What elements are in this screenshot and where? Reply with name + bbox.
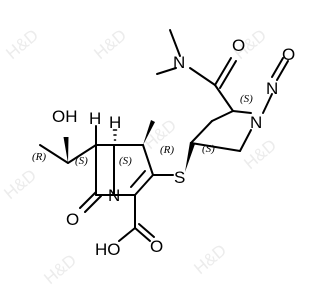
stereo-layer: (R) (S) (S) (R) (S) (S) (32, 93, 253, 167)
bond-c4-c3 (142, 144, 154, 176)
bond-c3-c2 (134, 174, 154, 196)
bond-c-c (190, 120, 213, 144)
bond-c-n (232, 110, 252, 114)
bond-carbinol-c6 (67, 144, 97, 164)
bond-n-c (239, 129, 252, 152)
bond-n-o-1 (271, 57, 284, 78)
atom-layer: OH H H O N S O N N N O HO O (52, 36, 295, 259)
bond-c-c (211, 110, 234, 122)
watermark-text: H&D (90, 25, 130, 63)
bond-carbonyl-1 (79, 191, 97, 209)
atom-label-n: N (173, 53, 185, 72)
bond-amide-n (189, 67, 216, 86)
atom-label-h: H (89, 109, 101, 128)
stereo-label: (S) (75, 155, 88, 167)
structure-canvas: H&D H&D H&D H&D H&D H&D H&D H&D (0, 25, 296, 289)
watermark-text: H&D (40, 250, 80, 288)
bond-c3-c2-inner (130, 170, 146, 188)
stereo-label: (S) (202, 143, 215, 155)
atom-label-n: N (250, 113, 262, 132)
stereo-label: (R) (160, 144, 174, 156)
atom-label-n: N (266, 79, 278, 98)
bond-amide-o-1 (214, 57, 232, 86)
atom-label-n: N (108, 186, 120, 205)
bond-methyl-carbinol (39, 144, 69, 164)
watermark-text: H&D (2, 25, 42, 63)
molecule-diagram: H&D H&D H&D H&D H&D H&D H&D H&D (0, 25, 295, 288)
watermark-text: H&D (190, 240, 230, 278)
bond-n-n (262, 93, 273, 114)
atom-label-h: H (109, 113, 121, 132)
atom-label-ho: HO (95, 240, 121, 259)
bond-layer (39, 29, 289, 242)
wedge-bond-methyl (143, 120, 155, 145)
bond-cooh-o-1 (134, 227, 151, 242)
bond-c-carbonyl (214, 84, 234, 112)
bond-cooh-oh (118, 227, 136, 242)
bond-c-c (190, 142, 241, 152)
atom-label-o: O (150, 237, 163, 256)
stereo-label: (R) (32, 151, 46, 163)
atom-label-oh: OH (52, 107, 78, 126)
stereo-label: (S) (119, 155, 132, 167)
bond-cooh-o-2 (138, 223, 155, 238)
atom-label-o: O (232, 36, 245, 55)
atom-label-o: O (66, 210, 79, 229)
atom-label-o: O (282, 45, 295, 64)
bond-carbonyl-2 (84, 195, 102, 213)
stereo-label: (S) (240, 93, 253, 105)
bond-amide-o-2 (219, 60, 237, 89)
watermark-text: H&D (0, 165, 40, 203)
wedge-bond-oh (63, 137, 69, 163)
bond-n-methyl-1 (169, 29, 181, 57)
bond-n-o-2 (276, 60, 289, 81)
wedge-bond-s (185, 142, 195, 172)
atom-label-s: S (174, 168, 185, 187)
bond-n-methyl-2 (156, 67, 177, 75)
